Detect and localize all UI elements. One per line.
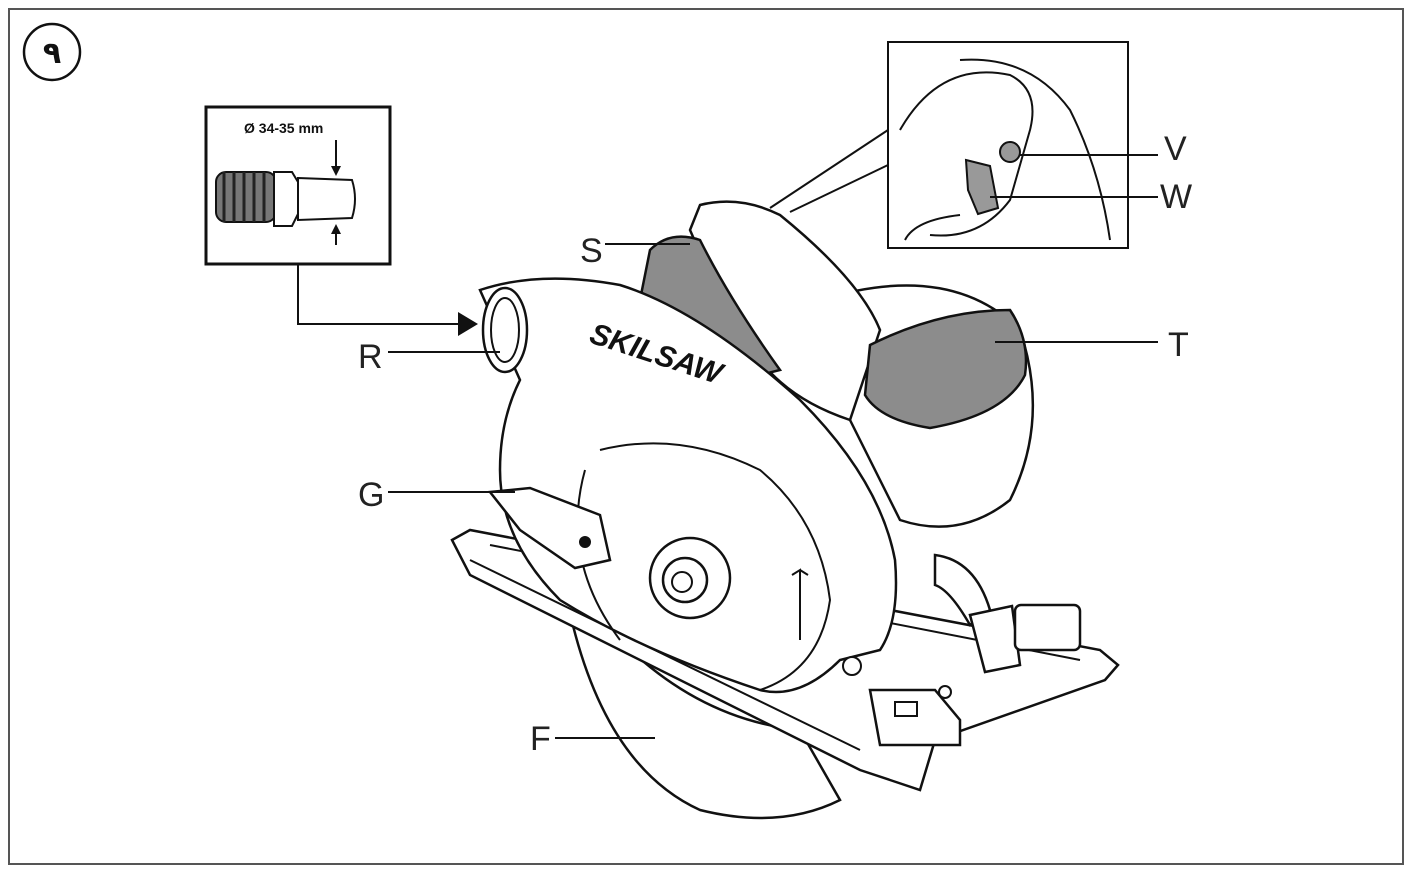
switch-detail-inset (769, 41, 1158, 249)
label-w: W (1160, 178, 1192, 216)
hose-inset: Ø 34-35 mm (204, 105, 478, 336)
hose-illustration (215, 171, 356, 227)
callouts (388, 243, 1158, 739)
front-grip (863, 308, 1028, 430)
label-f: F (530, 720, 551, 758)
hose-dimension: Ø 34-35 mm (244, 120, 323, 136)
label-g: G (358, 476, 384, 514)
label-v: V (1164, 130, 1187, 168)
label-t: T (1168, 326, 1189, 364)
circular-saw-illustration: SKILSAW (450, 200, 1120, 820)
figure-number-badge: ٩ (22, 22, 82, 82)
label-r: R (358, 338, 383, 376)
figure-number: ٩ (43, 36, 61, 71)
arrow-right-icon (458, 312, 478, 336)
label-s: S (580, 232, 603, 270)
